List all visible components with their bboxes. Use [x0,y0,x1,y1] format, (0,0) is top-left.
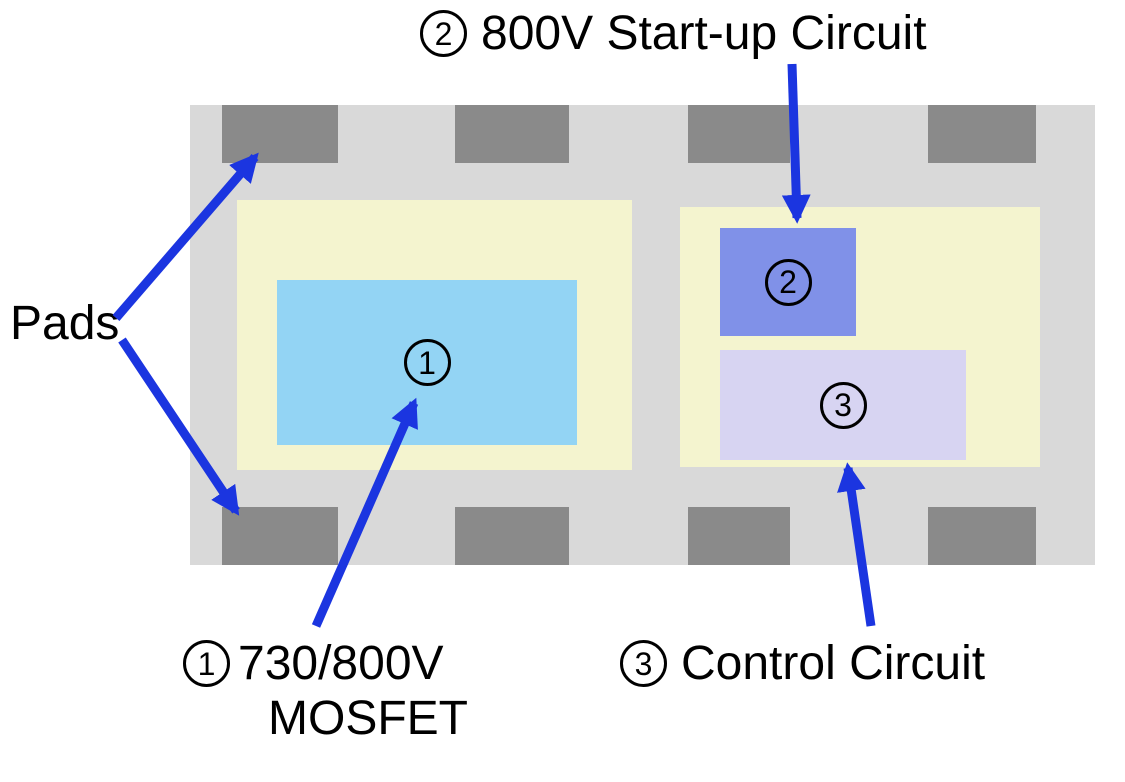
pads-label: Pads [10,296,119,351]
pad-bottom-1 [222,507,338,565]
startup-label-text: 800V Start-up Circuit [481,7,927,60]
mosfet-label-line2: MOSFET [268,692,468,746]
pad-top-2 [455,105,569,163]
marker-circle-1: 1 [403,339,451,386]
pad-bottom-3 [688,507,790,565]
startup-label-circle: 2 [420,10,467,58]
pad-top-3 [688,105,790,163]
mosfet-label: 1 730/800V MOSFET [183,636,553,746]
pads-label-text: Pads [10,297,120,350]
control-label-text: Control Circuit [681,637,986,690]
mosfet-label-circle: 1 [183,640,230,688]
marker-number-3: 3 [834,387,852,423]
mosfet-label-line1: 1 730/800V [183,636,553,691]
control-circuit-label: 3 Control Circuit [620,636,985,691]
control-label-number: 3 [634,645,653,682]
mosfet-label-voltage: 730/800V [238,637,444,690]
pad-bottom-4 [928,507,1036,565]
marker-number-2: 2 [779,264,797,300]
startup-circuit-label: 2 800V Start-up Circuit [420,6,927,61]
startup-label-number: 2 [434,15,453,52]
marker-circle-3: 3 [819,381,867,429]
pad-top-4 [928,105,1036,163]
pad-top-1 [222,105,338,163]
startup-circuit-die: 2 [720,228,856,336]
control-circuit-die: 3 [720,350,966,460]
mosfet-die: 1 [277,280,577,445]
marker-circle-2: 2 [764,258,812,306]
control-label-circle: 3 [620,640,667,688]
pad-bottom-2 [455,507,569,565]
marker-number-1: 1 [418,344,436,381]
mosfet-label-number: 1 [197,645,216,682]
